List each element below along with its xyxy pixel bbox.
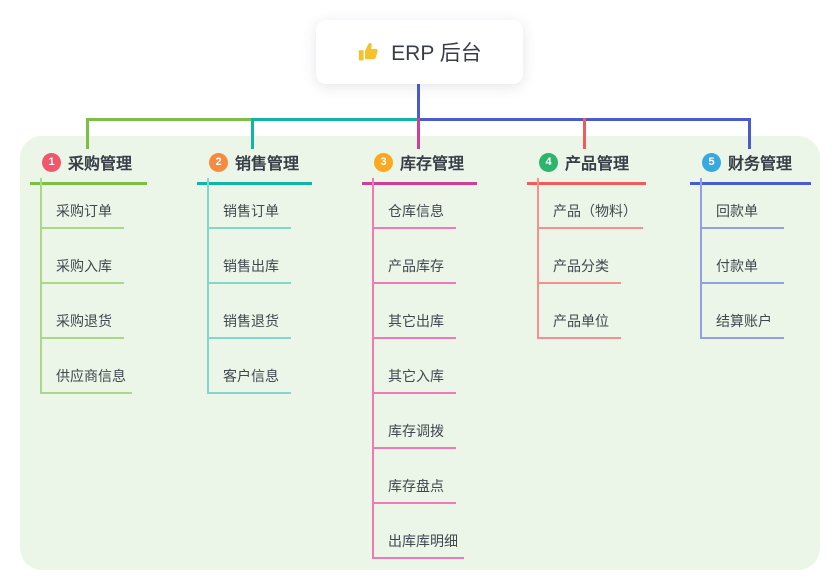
connector-root-stem [417,84,420,121]
branch-children-product: 产品（物料） 产品分类 产品单位 [537,201,643,339]
node-outbound-detail[interactable]: 出库库明细 [372,531,464,559]
branch-rail-purchase [40,178,42,394]
branch-badge-5: 5 [702,152,721,172]
node-settlement-account[interactable]: 结算账户 [700,311,784,339]
branch-sales-management: 2 销售管理 销售订单 销售出库 销售退货 客户信息 [197,150,312,394]
connector-drop-purchase [86,118,89,149]
node-other-inbound[interactable]: 其它入库 [372,366,456,394]
branch-children-inventory: 仓库信息 产品库存 其它出库 其它入库 库存调拨 库存盘点 出库库明细 [372,201,464,559]
branch-children-finance: 回款单 付款单 结算账户 [700,201,784,339]
branch-rail-product [537,178,539,339]
node-product-stock[interactable]: 产品库存 [372,256,456,284]
node-stock-transfer[interactable]: 库存调拨 [372,421,456,449]
root-label: ERP 后台 [391,42,482,65]
node-sales-order[interactable]: 销售订单 [207,201,291,229]
branch-header-inventory[interactable]: 3 库存管理 [362,150,477,185]
branch-label: 库存管理 [400,156,465,173]
branch-badge-1: 1 [42,152,61,172]
node-sales-return[interactable]: 销售退货 [207,311,291,339]
branch-purchase-management: 1 采购管理 采购订单 采购入库 采购退货 供应商信息 [30,150,147,394]
branch-label: 采购管理 [68,156,133,173]
branch-header-purchase[interactable]: 1 采购管理 [30,150,147,185]
node-warehouse-info[interactable]: 仓库信息 [372,201,456,229]
node-other-outbound[interactable]: 其它出库 [372,311,456,339]
branch-children-sales: 销售订单 销售出库 销售退货 客户信息 [207,201,291,394]
branch-header-finance[interactable]: 5 财务管理 [690,150,811,185]
branches-background-panel [20,136,820,570]
node-supplier-info[interactable]: 供应商信息 [40,366,132,394]
branch-finance-management: 5 财务管理 回款单 付款单 结算账户 [690,150,811,339]
node-customer-info[interactable]: 客户信息 [207,366,291,394]
branch-inventory-management: 3 库存管理 仓库信息 产品库存 其它出库 其它入库 库存调拨 库存盘点 出库库… [362,150,477,559]
branch-badge-4: 4 [539,152,558,172]
branch-rail-finance [700,178,702,339]
node-purchase-order[interactable]: 采购订单 [40,201,124,229]
root-node[interactable]: ERP 后台 [316,20,523,84]
connector-bus-middle [254,118,417,121]
branch-header-sales[interactable]: 2 销售管理 [197,150,312,185]
branch-rail-sales [207,178,209,394]
node-product-material[interactable]: 产品（物料） [537,201,643,229]
node-collection-doc[interactable]: 回款单 [700,201,784,229]
node-payment-doc[interactable]: 付款单 [700,256,784,284]
connector-drop-product [583,118,586,149]
node-product-category[interactable]: 产品分类 [537,256,621,284]
branch-badge-3: 3 [374,152,393,172]
branch-label: 产品管理 [565,156,630,173]
node-purchase-inbound[interactable]: 采购入库 [40,256,124,284]
node-product-unit[interactable]: 产品单位 [537,311,621,339]
branch-children-purchase: 采购订单 采购入库 采购退货 供应商信息 [40,201,132,394]
branch-header-product[interactable]: 4 产品管理 [527,150,646,185]
connector-drop-inventory [417,118,420,149]
branch-label: 财务管理 [728,156,793,173]
branch-rail-inventory [372,178,374,559]
branch-badge-2: 2 [209,152,228,172]
branch-product-management: 4 产品管理 产品（物料） 产品分类 产品单位 [527,150,646,339]
connector-drop-finance [748,118,751,149]
connector-drop-sales [251,118,254,149]
node-stock-count[interactable]: 库存盘点 [372,476,456,504]
branch-label: 销售管理 [235,156,300,173]
node-sales-outbound[interactable]: 销售出库 [207,256,291,284]
connector-bus-left [86,118,254,121]
node-purchase-return[interactable]: 采购退货 [40,311,124,339]
thumbs-up-icon [358,43,378,61]
